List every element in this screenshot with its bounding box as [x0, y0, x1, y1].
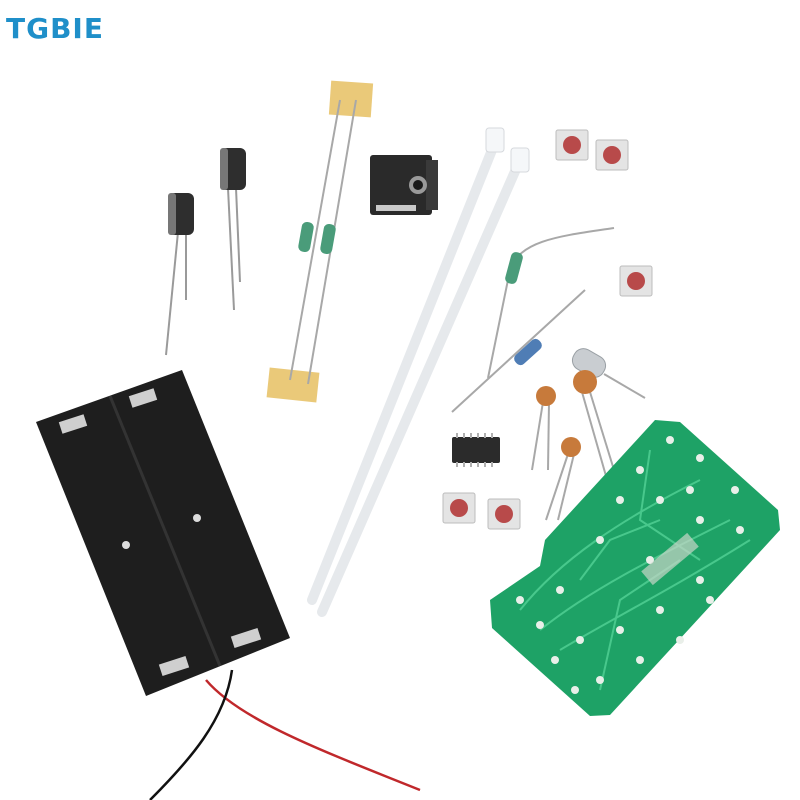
tactile-button-3 — [619, 265, 653, 297]
battery-holder — [36, 370, 290, 696]
tactile-button-1 — [555, 129, 589, 161]
tactile-button-2 — [595, 139, 629, 171]
ceramic-capacitor-2 — [573, 370, 615, 477]
ceramic-capacitor-1 — [531, 386, 556, 471]
cable-tie-1 — [307, 127, 505, 605]
ic-chip — [452, 433, 500, 467]
ceramic-capacitor-3 — [545, 437, 581, 521]
pcb-board — [490, 420, 780, 716]
tactile-button-4 — [442, 492, 476, 524]
resistor-middle — [451, 289, 586, 413]
tactile-button-5 — [487, 498, 521, 530]
brand-logo-text: TGBIE — [6, 12, 104, 45]
audio-jack — [370, 155, 438, 215]
resistor-top-right — [487, 227, 615, 379]
wire-red — [205, 679, 421, 792]
taped-resistor-strip — [266, 80, 374, 403]
electrolytic-capacitor-left — [165, 193, 194, 356]
cable-tie-2 — [317, 147, 530, 617]
electrolytic-capacitor-right — [220, 148, 246, 311]
wire-black — [149, 669, 234, 800]
